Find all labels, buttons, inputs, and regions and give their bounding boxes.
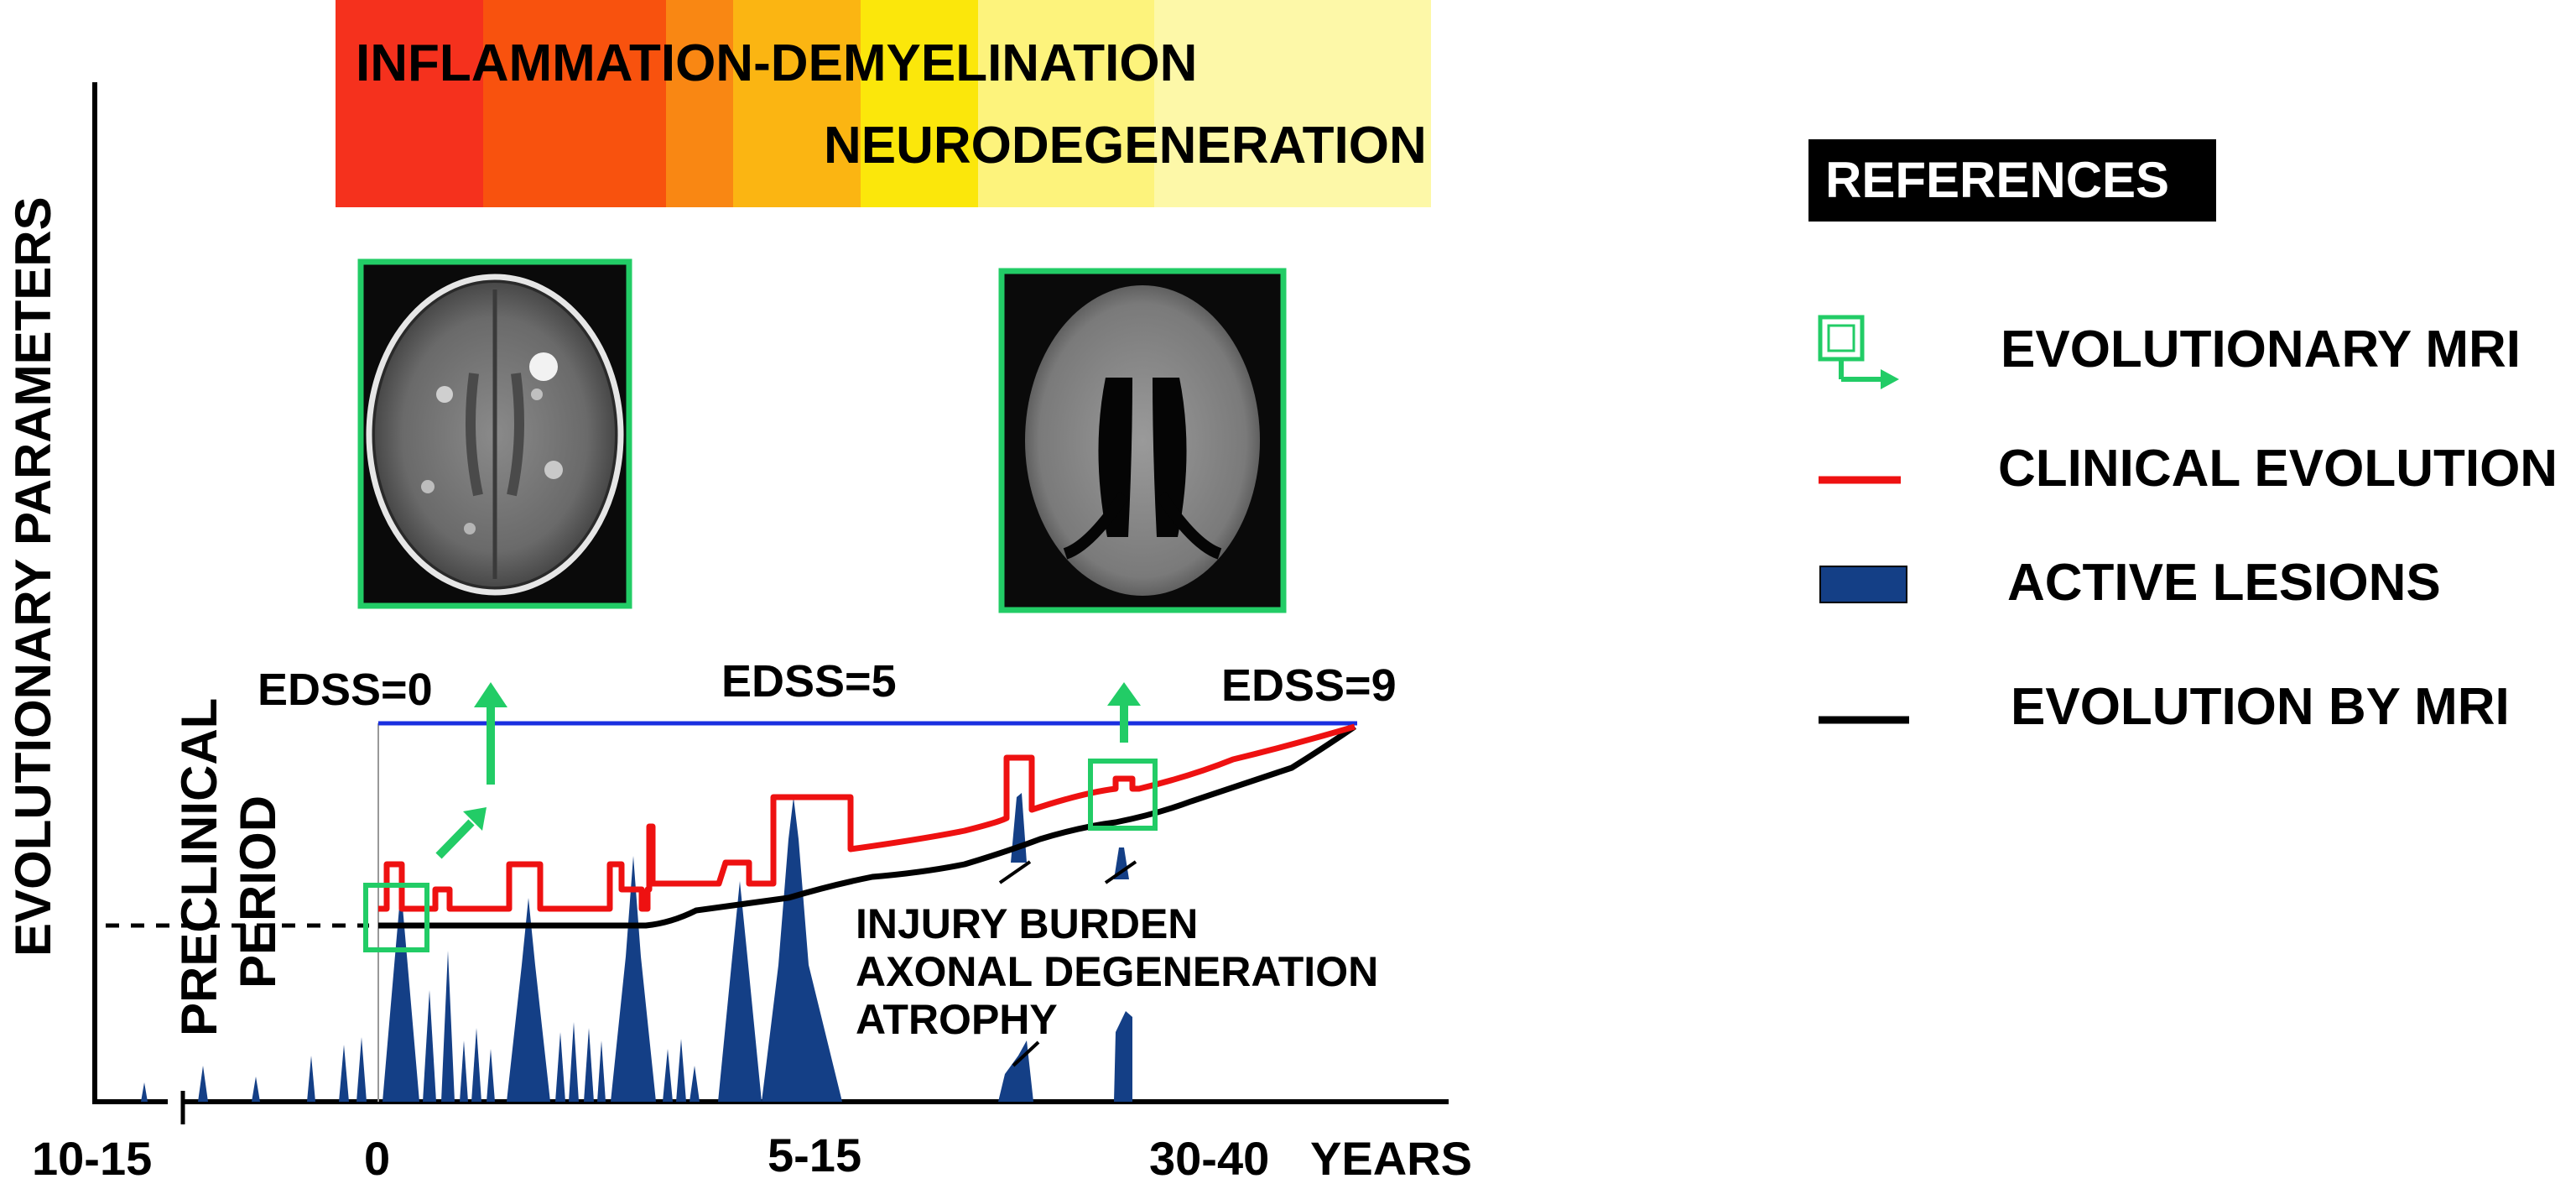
blue-block-icon bbox=[1819, 566, 1907, 603]
banner-line-1: INFLAMMATION-DEMYELINATION bbox=[356, 34, 1197, 92]
lesion-peak bbox=[597, 1040, 606, 1102]
x-axis-unit: YEARS bbox=[1310, 1132, 1472, 1185]
lesion-peak bbox=[471, 1028, 481, 1102]
preclinical-label-2: PERIOD bbox=[230, 795, 286, 988]
clinical-evolution-line bbox=[378, 723, 1356, 912]
edss-label-mid: EDSS=5 bbox=[721, 656, 897, 707]
lesion-peak bbox=[252, 1077, 260, 1102]
lesion-peak bbox=[198, 1066, 208, 1102]
lesion-peak bbox=[611, 856, 656, 1102]
atrophy-tick-1 bbox=[998, 860, 1032, 884]
banner-seg-2 bbox=[483, 0, 666, 207]
banner-seg-1 bbox=[336, 0, 483, 207]
green-arrow-icon-1 bbox=[435, 807, 487, 859]
lesion-peak bbox=[460, 1040, 468, 1102]
banner-seg-3 bbox=[666, 0, 733, 207]
lesion-peak bbox=[718, 881, 762, 1102]
active-lesions bbox=[141, 793, 1132, 1102]
preclinical-label-1: PRECLINICAL bbox=[171, 698, 227, 1036]
banner-line-2: NEURODEGENERATION bbox=[824, 117, 1427, 175]
lesion-peak bbox=[690, 1066, 700, 1102]
annotation-injury: INJURY BURDEN bbox=[856, 900, 1198, 947]
legend-label-clinical-evolution: CLINICAL EVOLUTION bbox=[1998, 440, 2558, 498]
legend-label-active-lesions: ACTIVE LESIONS bbox=[2007, 554, 2441, 612]
lesion-peak bbox=[762, 797, 842, 1102]
phase-banner: INFLAMMATION-DEMYELINATION NEURODEGENERA… bbox=[336, 0, 1431, 207]
green-arrow-icon-2 bbox=[474, 682, 507, 785]
x-tick-label-start: 10-15 bbox=[32, 1132, 152, 1185]
references-title: REFERENCES bbox=[1808, 139, 2216, 222]
legend-label-evolution-by-mri: EVOLUTION BY MRI bbox=[2011, 678, 2510, 736]
lesion-peak bbox=[382, 888, 419, 1102]
lesion-peak bbox=[676, 1039, 686, 1102]
lesion-peak bbox=[1114, 1011, 1132, 1102]
lesion-peak bbox=[141, 1082, 148, 1102]
atrophy-tick-3 bbox=[1012, 1040, 1040, 1067]
lesion-peak bbox=[307, 1056, 315, 1102]
banner-seg-7 bbox=[1154, 0, 1431, 207]
mri-image-left bbox=[357, 258, 632, 609]
annotation-atrophy: ATROPHY bbox=[856, 996, 1058, 1043]
lesion-peak bbox=[507, 898, 550, 1102]
lesion-peak bbox=[356, 1037, 367, 1102]
mri-box-arrow-icon bbox=[1818, 315, 1899, 389]
x-tick-label-zero: 0 bbox=[364, 1132, 390, 1185]
atrophy-tick-2 bbox=[1104, 860, 1137, 884]
mri-marker-early bbox=[363, 883, 429, 952]
mri-marker-late bbox=[1088, 759, 1158, 831]
banner-seg-6 bbox=[978, 0, 1154, 207]
banner-seg-4 bbox=[733, 0, 861, 207]
lesion-peak bbox=[555, 1032, 565, 1102]
lesion-peak bbox=[663, 1049, 673, 1102]
edss-label-left: EDSS=0 bbox=[258, 665, 433, 715]
mri-image-right bbox=[998, 268, 1287, 613]
mri-evolution-line bbox=[378, 724, 1356, 929]
green-arrow-icon-3 bbox=[1107, 682, 1141, 743]
annotation-axonal: AXONAL DEGENERATION bbox=[856, 948, 1378, 995]
lesion-peak bbox=[423, 990, 436, 1102]
x-tick-label-late: 30-40 bbox=[1149, 1132, 1269, 1185]
lesion-peak bbox=[1011, 793, 1027, 863]
lesion-peak bbox=[569, 1022, 579, 1102]
lesion-peak bbox=[1114, 847, 1129, 879]
lesion-peak bbox=[339, 1045, 349, 1102]
edss-label-right: EDSS=9 bbox=[1221, 660, 1397, 711]
lesion-peak bbox=[584, 1028, 594, 1102]
x-tick-label-mid: 5-15 bbox=[768, 1129, 861, 1181]
legend-label-evolutionary-mri: EVOLUTIONARY MRI bbox=[2001, 321, 2521, 378]
banner-seg-5 bbox=[861, 0, 978, 207]
y-axis-label: EVOLUTIONARY PARAMETERS bbox=[5, 196, 61, 957]
lesion-peak bbox=[487, 1049, 495, 1102]
lesion-peak bbox=[441, 951, 455, 1102]
